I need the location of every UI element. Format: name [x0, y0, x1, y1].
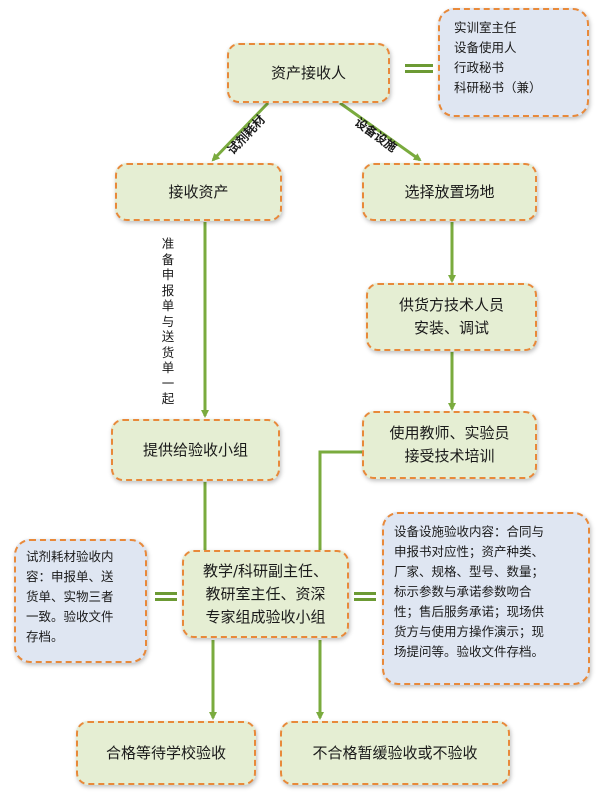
- note-consumables-line-1: 试剂耗材验收内: [26, 549, 114, 564]
- note-consumables-line-4: 一致。验收文件: [26, 609, 114, 624]
- note-equipment-line-1: 设备设施验收内容：合同与: [394, 524, 545, 539]
- edge-label-prepare-docs-char: 准: [161, 236, 175, 251]
- node-training-line-2: 接受技术培训: [404, 447, 495, 465]
- node-qualified: 合格等待学校验收: [76, 721, 256, 785]
- note-receiver-roles: 实训室主任 设备使用人 行政秘书 科研秘书（兼）: [438, 8, 589, 117]
- node-acceptance-group-line-3: 专家组成验收小组: [205, 607, 326, 626]
- node-supplier-install-line-2: 安装、调试: [413, 319, 489, 337]
- edge-label-prepare-docs-char: 一: [161, 375, 175, 391]
- node-acceptance-group-line-1: 教学/科研副主任、: [202, 561, 329, 580]
- edge-label-prepare-docs-char: 单: [161, 360, 175, 375]
- edge-label-prepare-docs: 准 备 申 报 单 与 送 货 单 一 起: [160, 236, 176, 407]
- node-asset-receiver: 资产接收人: [227, 43, 390, 103]
- node-provide-group: 提供给验收小组: [111, 419, 280, 481]
- connector-training-to-group: [318, 450, 362, 550]
- note-equipment-line-2: 申报书对应性；资产种类、: [394, 544, 545, 559]
- note-consumables: 试剂耗材验收内 容：申报单、送 货单、实物三者 一致。验收文件 存档。: [14, 539, 147, 663]
- edge-label-prepare-docs-char: 起: [161, 391, 175, 406]
- equals-connector-receiver-roles: [405, 64, 433, 73]
- edge-label-prepare-docs-char: 送: [161, 329, 175, 344]
- note-equipment-line-3: 厂家、规格、型号、数量；: [394, 564, 545, 579]
- arrow-to-choose-site: [339, 101, 422, 162]
- note-equipment-line-7: 场提问等。验收文件存档。: [394, 644, 545, 659]
- node-qualified-label: 合格等待学校验收: [105, 743, 226, 762]
- node-acceptance-group-line-2: 教研室主任、资深: [205, 584, 326, 603]
- node-acceptance-group: 教学/科研副主任、 教研室主任、资深 专家组成验收小组: [182, 550, 349, 638]
- node-asset-receiver-label: 资产接收人: [270, 63, 346, 82]
- note-receiver-roles-line-3: 行政秘书: [454, 60, 505, 75]
- node-supplier-install: 供货方技术人员 安装、调试: [366, 283, 537, 351]
- node-receive-assets: 接收资产: [115, 163, 282, 221]
- edge-label-prepare-docs-char: 申: [161, 267, 175, 282]
- note-consumables-line-3: 货单、实物三者: [26, 589, 114, 604]
- node-receive-assets-label: 接收资产: [168, 182, 229, 201]
- equals-connector-consumables: [155, 592, 177, 601]
- note-equipment-line-4: 标示参数与承诺参数吻合: [394, 584, 532, 599]
- note-receiver-roles-line-1: 实训室主任: [454, 20, 517, 35]
- edge-label-prepare-docs-char: 单: [161, 298, 175, 313]
- node-unqualified: 不合格暂缓验收或不验收: [280, 721, 510, 785]
- edge-label-prepare-docs-char: 与: [161, 313, 175, 329]
- node-choose-site-label: 选择放置场地: [404, 182, 495, 201]
- node-training: 使用教师、实验员 接受技术培训: [362, 411, 537, 479]
- note-consumables-line-2: 容：申报单、送: [26, 569, 114, 584]
- equals-connector-equipment: [354, 592, 376, 601]
- node-choose-site: 选择放置场地: [362, 163, 537, 221]
- node-training-line-1: 使用教师、实验员: [389, 424, 510, 442]
- node-provide-group-label: 提供给验收小组: [142, 440, 248, 459]
- edge-label-prepare-docs-char: 报: [161, 282, 175, 298]
- node-unqualified-label: 不合格暂缓验收或不验收: [312, 743, 478, 762]
- note-equipment-line-6: 货方与使用方操作演示；现: [394, 624, 545, 639]
- node-supplier-install-line-1: 供货方技术人员: [398, 296, 504, 314]
- note-equipment-line-5: 性；售后服务承诺；现场供: [394, 604, 545, 619]
- note-receiver-roles-line-4: 科研秘书（兼）: [454, 80, 542, 95]
- edge-label-prepare-docs-char: 货: [161, 344, 175, 360]
- note-receiver-roles-line-2: 设备使用人: [454, 40, 517, 55]
- arrow-to-receive-assets: [211, 101, 270, 162]
- note-consumables-line-5: 存档。: [26, 629, 64, 644]
- note-equipment: 设备设施验收内容：合同与 申报书对应性；资产种类、 厂家、规格、型号、数量； 标…: [382, 512, 590, 685]
- edge-label-prepare-docs-char: 备: [161, 251, 175, 267]
